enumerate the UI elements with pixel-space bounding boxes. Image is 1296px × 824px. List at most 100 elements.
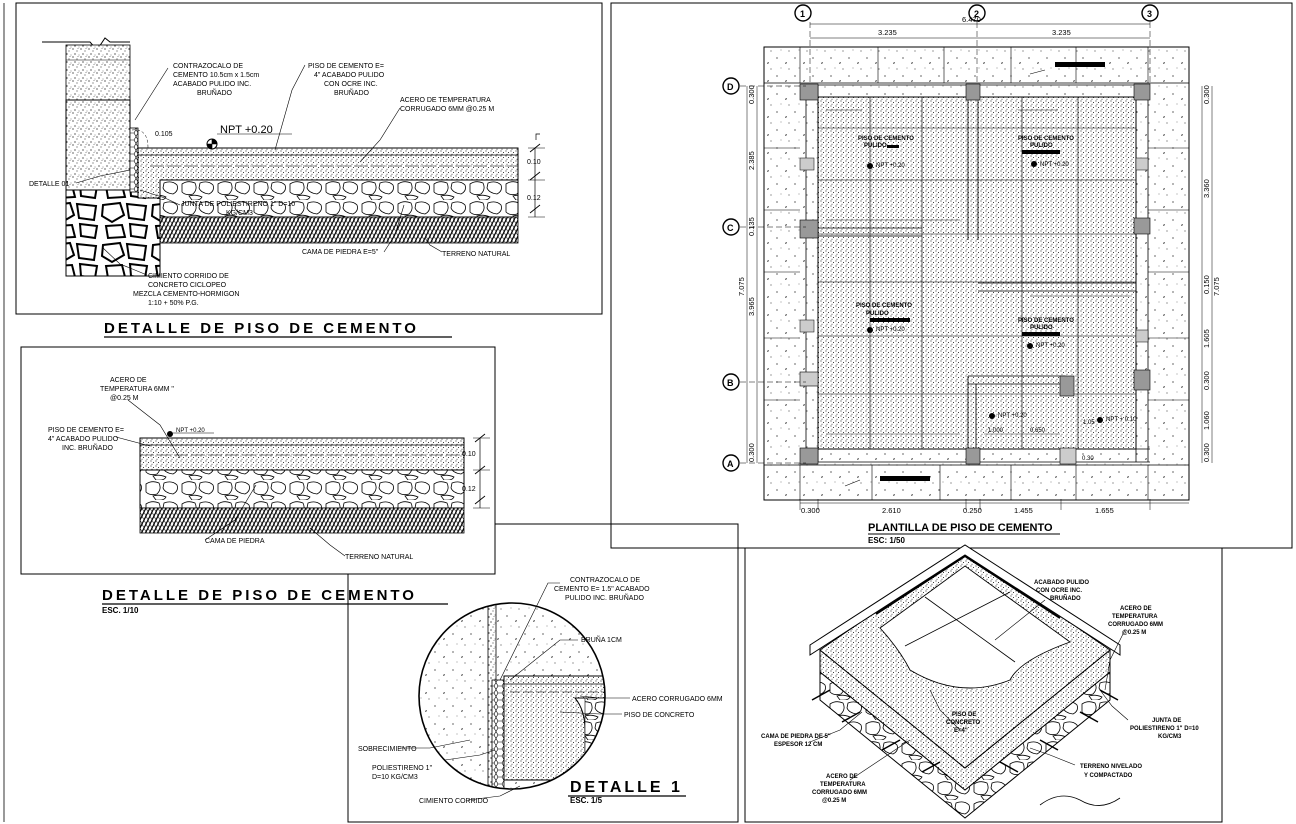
detail-top-drawing	[42, 37, 545, 277]
svg-text:1.655: 1.655	[1095, 506, 1114, 515]
svg-text:E=4": E=4"	[954, 728, 968, 734]
svg-text:PULIDO: PULIDO	[1030, 325, 1053, 331]
svg-text:1.060: 1.060	[1202, 411, 1211, 430]
svg-text:3.235: 3.235	[1052, 28, 1071, 37]
svg-text:BRUÑADO: BRUÑADO	[1050, 595, 1081, 602]
svg-text:NPT +0.20: NPT +0.20	[220, 124, 273, 136]
svg-text:TEMPERATURA 6MM ": TEMPERATURA 6MM "	[100, 386, 174, 393]
svg-text:JUNTA DE POLIESTIRENO 1" D=10: JUNTA DE POLIESTIRENO 1" D=10	[181, 201, 295, 208]
svg-text:0.300: 0.300	[1202, 371, 1211, 390]
svg-text:BRUÑADO: BRUÑADO	[197, 88, 233, 97]
svg-text:TERRENO NIVELADO: TERRENO NIVELADO	[1080, 764, 1142, 770]
svg-text:CAMA DE PIEDRA DE 5": CAMA DE PIEDRA DE 5"	[761, 734, 831, 740]
svg-text:POLIESTIRENO 1": POLIESTIRENO 1"	[372, 765, 433, 772]
svg-text:D=10 KG/CM3: D=10 KG/CM3	[372, 774, 418, 781]
detail-top-title: DETALLE DE PISO DE CEMENTO	[104, 320, 419, 337]
svg-text:PISO DE CEMENTO: PISO DE CEMENTO	[856, 303, 912, 309]
svg-text:KG/CM3: KG/CM3	[226, 210, 253, 217]
frame-isometric	[744, 547, 1223, 823]
svg-text:0.10: 0.10	[527, 159, 541, 166]
svg-text:PULIDO: PULIDO	[1030, 143, 1053, 149]
plan-axis-bubbles[interactable]: 1 2 3 D C B A	[722, 4, 1159, 472]
svg-text:0.30: 0.30	[1082, 456, 1094, 462]
svg-text:@0.25 M: @0.25 M	[1122, 630, 1146, 636]
axis-label-b: B	[727, 378, 734, 388]
svg-text:CIMIENTO CORRIDO DE: CIMIENTO CORRIDO DE	[148, 273, 229, 280]
svg-text:NPT +0.20: NPT +0.20	[1036, 343, 1065, 349]
svg-text:CORRUGADO 6MM: CORRUGADO 6MM	[1108, 622, 1163, 628]
frame-detail-mid	[20, 346, 496, 575]
svg-text:ACERO CORRUGADO 6MM: ACERO CORRUGADO 6MM	[632, 696, 723, 703]
svg-text:0.650: 0.650	[1030, 428, 1046, 434]
svg-text:ACERO DE: ACERO DE	[1120, 606, 1152, 612]
svg-text:NPT + 0.10: NPT + 0.10	[1106, 417, 1137, 423]
detail-mid-title: DETALLE DE PISO DE CEMENTO	[102, 587, 417, 604]
svg-text:CAMA DE PIEDRA E=5": CAMA DE PIEDRA E=5"	[302, 249, 379, 256]
svg-text:CONTRAZOCALO DE: CONTRAZOCALO DE	[173, 63, 243, 70]
svg-text:NPT +0.20: NPT +0.20	[1040, 162, 1069, 168]
detail-mid-labels: ACERO DE TEMPERATURA 6MM " @0.25 M PISO …	[48, 377, 476, 561]
svg-text:1.000: 1.000	[988, 428, 1004, 434]
svg-text:PISO DE CEMENTO: PISO DE CEMENTO	[1018, 136, 1074, 142]
svg-text:0.150: 0.150	[1202, 275, 1211, 294]
svg-text:PULIDO INC. BRUÑADO: PULIDO INC. BRUÑADO	[565, 593, 645, 602]
svg-text:NPT +0.20: NPT +0.20	[876, 327, 905, 333]
svg-text:BRUÑA 1CM: BRUÑA 1CM	[581, 635, 622, 644]
svg-text:ESPESOR 12 CM: ESPESOR 12 CM	[774, 742, 822, 748]
svg-text:BRUÑADO: BRUÑADO	[334, 88, 370, 97]
svg-text:@0.25 M: @0.25 M	[822, 798, 846, 804]
svg-text:TEMPERATURA: TEMPERATURA	[820, 782, 866, 788]
svg-text:3.235: 3.235	[878, 28, 897, 37]
svg-text:PISO DE CONCRETO: PISO DE CONCRETO	[624, 712, 695, 719]
svg-text:0.250: 0.250	[963, 506, 982, 515]
svg-text:ACABADO PULIDO INC.: ACABADO PULIDO INC.	[173, 81, 251, 88]
plan-scale: ESC: 1/50	[868, 536, 905, 545]
svg-text:CORRUGADO 6MM: CORRUGADO 6MM	[812, 790, 867, 796]
svg-text:0.105: 0.105	[155, 131, 173, 138]
svg-text:ACERO DE: ACERO DE	[826, 774, 858, 780]
svg-text:3.360: 3.360	[1202, 179, 1211, 198]
svg-text:NPT +0.20: NPT +0.20	[876, 163, 905, 169]
svg-text:TEMPERATURA: TEMPERATURA	[1112, 614, 1158, 620]
axis-label-3: 3	[1147, 9, 1152, 19]
svg-text:NPT +0.20: NPT +0.20	[176, 428, 205, 434]
detail-one-labels: CONTRAZOCALO DE CEMENTO E= 1.5" ACABADO …	[358, 577, 723, 805]
svg-text:0.10: 0.10	[462, 451, 476, 458]
axis-label-a: A	[727, 459, 734, 469]
axis-label-2: 2	[974, 9, 979, 19]
svg-text:7.075: 7.075	[1212, 277, 1221, 296]
floor-plan-drawing	[740, 22, 1213, 510]
svg-text:DETALLE 01: DETALLE 01	[29, 181, 69, 188]
detail-mid-drawing	[115, 399, 490, 557]
svg-text:CONCRETO: CONCRETO	[946, 720, 981, 726]
svg-text:SOBRECIMIENTO: SOBRECIMIENTO	[358, 746, 417, 753]
svg-text:PULIDO: PULIDO	[866, 311, 889, 317]
svg-text:TERRENO NATURAL: TERRENO NATURAL	[345, 554, 413, 561]
svg-text:2.610: 2.610	[882, 506, 901, 515]
svg-text:CEMENTO E= 1.5" ACABADO: CEMENTO E= 1.5" ACABADO	[554, 586, 650, 593]
svg-text:1:10 + 50% P.G.: 1:10 + 50% P.G.	[148, 300, 199, 307]
svg-text:3.965: 3.965	[747, 297, 756, 316]
detail-top-labels: CONTRAZOCALO DE CEMENTO 10.5cm x 1.5cm A…	[29, 63, 541, 307]
svg-text:1.455: 1.455	[1014, 506, 1033, 515]
svg-text:CORRUGADO 6MM @0.25 M: CORRUGADO 6MM @0.25 M	[400, 106, 494, 113]
svg-text:0.135: 0.135	[747, 217, 756, 236]
svg-text:Y COMPACTADO: Y COMPACTADO	[1084, 773, 1133, 779]
svg-text:0.12: 0.12	[527, 195, 541, 202]
svg-text:PISO DE CEMENTO E=: PISO DE CEMENTO E=	[308, 63, 384, 70]
svg-text:4" ACABADO PULIDO: 4" ACABADO PULIDO	[48, 436, 119, 443]
svg-text:KG/CM3: KG/CM3	[1158, 734, 1182, 740]
svg-text:PISO DE CEMENTO: PISO DE CEMENTO	[1018, 318, 1074, 324]
detail-one-scale: ESC. 1/5	[570, 796, 603, 805]
svg-text:CON OCRE INC.: CON OCRE INC.	[324, 81, 378, 88]
detail-one-drawing	[400, 582, 630, 801]
detail-mid-scale: ESC. 1/10	[102, 606, 139, 615]
svg-text:CEMENTO 10.5cm x 1.5cm: CEMENTO 10.5cm x 1.5cm	[173, 72, 259, 79]
isometric-labels: ACABADO PULIDO CON OCRE INC. BRUÑADO ACE…	[761, 580, 1199, 804]
svg-text:0.300: 0.300	[747, 443, 756, 462]
svg-text:CONCRETO CICLOPEO: CONCRETO CICLOPEO	[148, 282, 227, 289]
frame-detail-top	[15, 2, 603, 315]
svg-text:1.605: 1.605	[1202, 329, 1211, 348]
svg-text:1.05: 1.05	[1083, 420, 1095, 426]
svg-text:0.300: 0.300	[747, 85, 756, 104]
